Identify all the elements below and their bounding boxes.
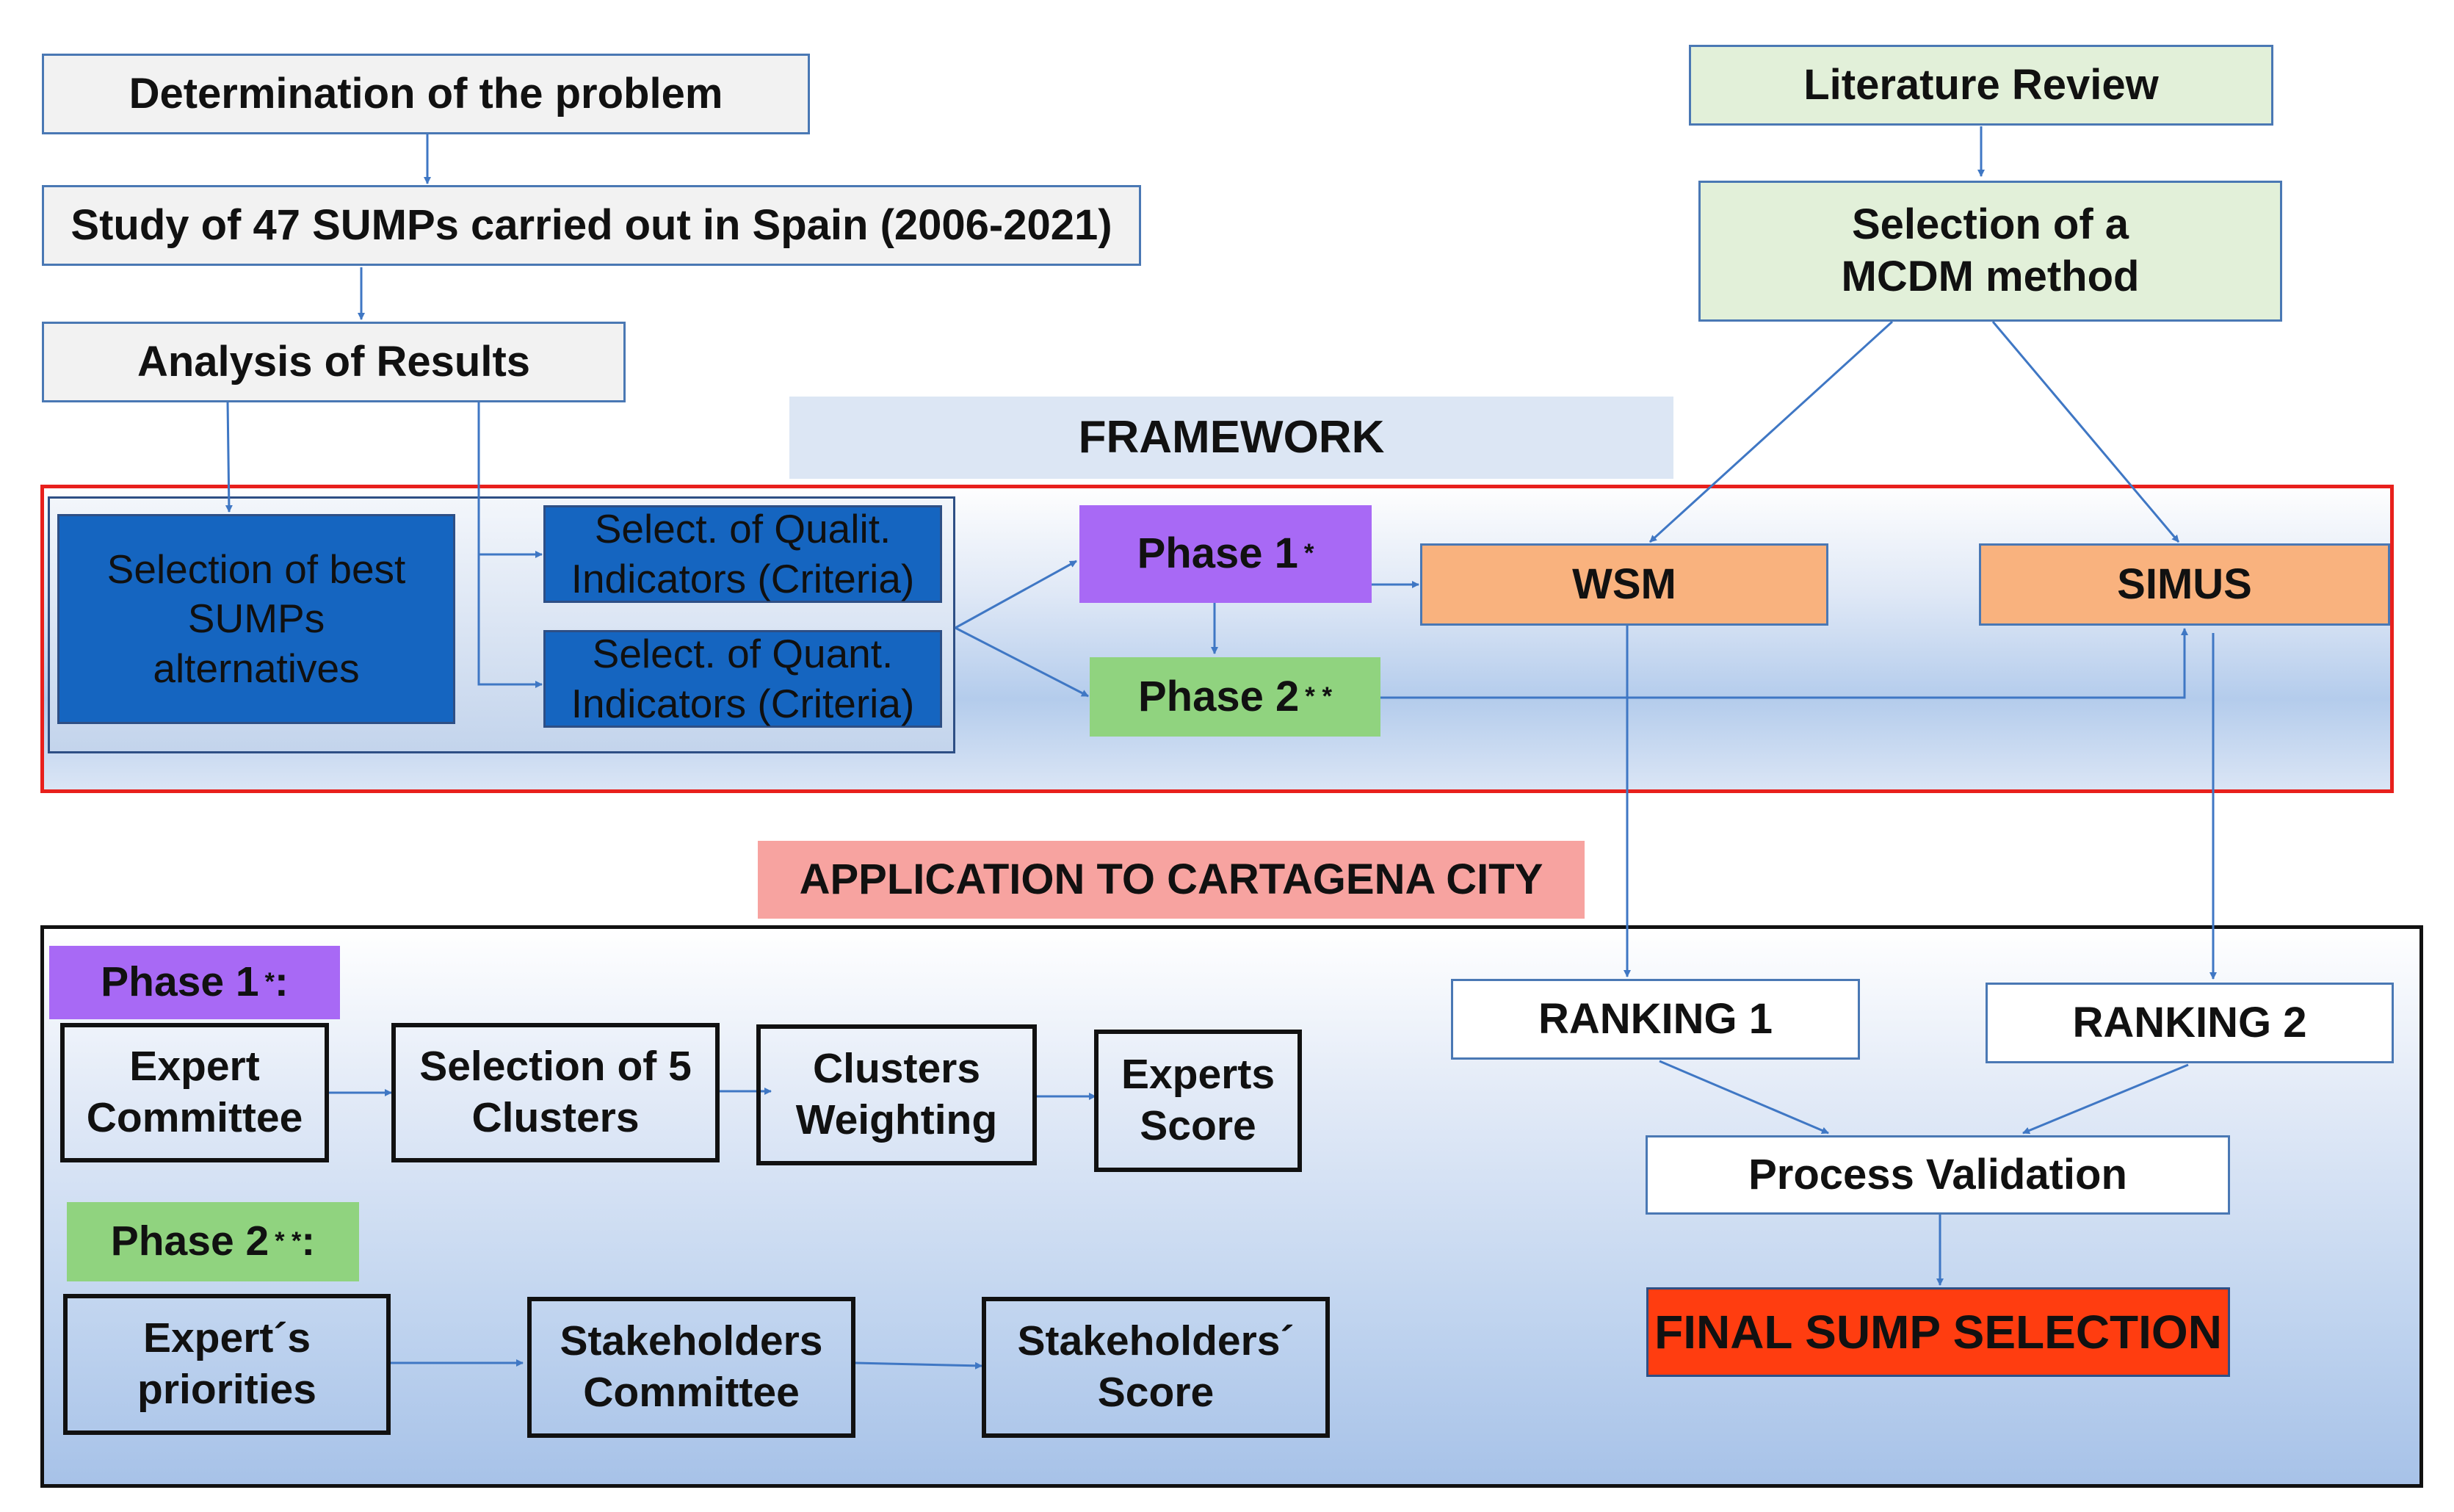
five-clusters-box: Selection of 5 Clusters [391, 1023, 720, 1162]
stakeholders-committee-box: Stakeholders Committee [527, 1297, 855, 1438]
stakeholders-score-box: Stakeholders´ Score [982, 1297, 1330, 1438]
study-box: Study of 47 SUMPs carried out in Spain (… [42, 185, 1141, 266]
ranking1-box: RANKING 1 [1451, 979, 1860, 1060]
phase2-section-label: Phase 2* *: [67, 1202, 359, 1281]
best-sumps-label: Selection of best SUMPs alternatives [106, 546, 406, 691]
ranking2-box: RANKING 2 [1986, 983, 2394, 1063]
determination-box: Determination of the problem [42, 54, 810, 134]
qualitative-indicators-label: Select. of Qualit. Indicators (Criteria) [571, 506, 915, 601]
framework-title: FRAMEWORK [789, 397, 1673, 479]
experts-priorities-box: Expert´s priorities [63, 1294, 391, 1435]
quantitative-indicators-label: Select. of Quant. Indicators (Criteria) [571, 631, 915, 726]
wsm-box: WSM [1420, 543, 1828, 626]
process-validation-box: Process Validation [1646, 1135, 2230, 1215]
application-title: APPLICATION TO CARTAGENA CITY [758, 841, 1585, 919]
qualitative-indicators-box: Select. of Qualit. Indicators (Criteria) [543, 505, 942, 603]
mcdm-box: Selection of a MCDM method [1698, 181, 2282, 322]
determination-label: Determination of the problem [129, 69, 723, 117]
wsm-label: WSM [1572, 560, 1676, 608]
phase1-label: Phase 1 [1137, 529, 1298, 578]
phase1-mark: * [1303, 539, 1314, 568]
quantitative-indicators-box: Select. of Quant. Indicators (Criteria) [543, 630, 942, 728]
final-selection-box: FINAL SUMP SELECTION [1646, 1287, 2230, 1377]
phase2-mark: * * [1305, 681, 1333, 711]
analysis-label: Analysis of Results [137, 337, 531, 386]
mcdm-label: Selection of a MCDM method [1841, 200, 2140, 300]
analysis-box: Analysis of Results [42, 322, 626, 402]
expert-committee-box: Expert Committee [60, 1023, 329, 1162]
clusters-weighting-box: Clusters Weighting [756, 1024, 1037, 1165]
literature-review-label: Literature Review [1803, 60, 2159, 109]
literature-review-box: Literature Review [1689, 45, 2273, 126]
experts-score-box: Experts Score [1094, 1030, 1302, 1172]
simus-box: SIMUS [1979, 543, 2390, 626]
phase2-label: Phase 2 [1137, 672, 1300, 720]
phase1-section-label: Phase 1*: [49, 946, 340, 1019]
phase2-box: Phase 2* * [1090, 657, 1380, 737]
study-label: Study of 47 SUMPs carried out in Spain (… [70, 200, 1112, 249]
best-sumps-box: Selection of best SUMPs alternatives [57, 514, 455, 724]
phase1-box: Phase 1* [1079, 505, 1372, 603]
simus-label: SIMUS [2117, 560, 2252, 608]
